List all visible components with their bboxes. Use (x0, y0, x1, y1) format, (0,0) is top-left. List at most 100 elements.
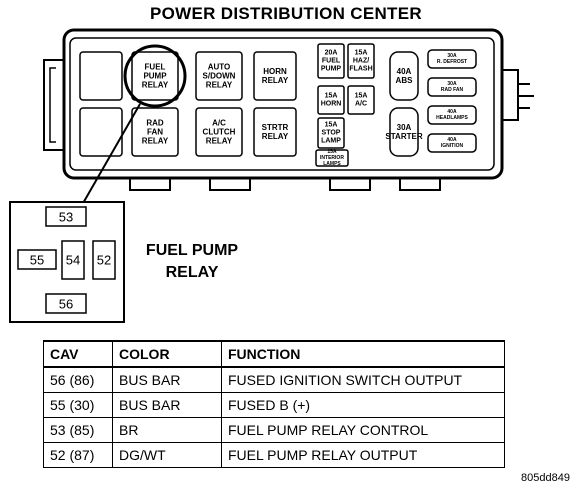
relay-5-label-line: A/C (212, 119, 226, 128)
pin-54-label: 54 (66, 253, 80, 268)
relay-1-label-line: RELAY (142, 81, 169, 90)
mini-fuse-6-label-line: 15A (327, 149, 337, 155)
mini-fuse-5-label-line: 15A (325, 122, 338, 129)
mini-fuse-1-label-line: 20A (325, 50, 338, 57)
cell-color: BUS BAR (112, 366, 222, 393)
maxi-fuse-2-outline (389, 107, 419, 157)
relay-2-label-line: RELAY (206, 81, 233, 90)
cell-color: BR (112, 417, 222, 443)
relay-4-outline (131, 107, 179, 157)
cell-cav: 52 (87) (43, 442, 113, 468)
empty-cavity-bottom (79, 107, 123, 157)
mini-fuse-6-label-line: LAMPS (323, 161, 341, 167)
cartridge-fuse-4-outline (427, 133, 477, 153)
cartridge-fuse-1-label-line: 30A (447, 53, 457, 59)
maxi-fuse-1-label-line: 40A (397, 67, 412, 76)
cartridge-fuse-1-outline (427, 49, 477, 69)
relay-caption-line-1: FUEL PUMP (145, 242, 239, 259)
cartridge-fuse-2-outline (427, 77, 477, 97)
callout-line (81, 103, 141, 206)
mini-fuse-3-label-line: HORN (321, 101, 342, 108)
maxi-fuse-2-label-line: STARTER (385, 132, 422, 141)
cell-function: FUSED IGNITION SWITCH OUTPUT (221, 366, 505, 393)
cell-cav: 56 (86) (43, 366, 113, 393)
mini-fuse-5-label-line: LAMP (321, 138, 341, 145)
empty-cavity-top (79, 51, 123, 101)
mini-fuse-6-label-line: INTERIOR (320, 155, 344, 161)
bottom-clips (129, 178, 441, 191)
cell-cav: 55 (30) (43, 392, 113, 418)
maxi-fuse-1-label-line: ABS (396, 76, 414, 85)
cell-color: DG/WT (112, 442, 222, 468)
cartridge-fuse-4-label-line: IGNITION (441, 143, 464, 149)
relay-4-label-line: RAD (146, 119, 164, 128)
pin-53-label: 53 (59, 210, 73, 225)
header-function: FUNCTION (221, 340, 505, 368)
mini-fuse-3-outline (317, 85, 345, 115)
mini-fuse-5-label-line: STOP (322, 130, 341, 137)
mini-fuse-3-label-line: 15A (325, 93, 338, 100)
relay-2-label-line: S/DOWN (203, 72, 236, 81)
relay-5-label-line: CLUTCH (203, 128, 236, 137)
cartridge-fuse-3-outline (427, 105, 477, 125)
relay-4-label-line: FAN (147, 128, 163, 137)
relay-detail-box (9, 201, 125, 323)
cartridge-fuse-3-label-line: 40A (447, 109, 457, 115)
table-row: 52 (87) DG/WT FUEL PUMP RELAY OUTPUT (43, 442, 505, 468)
mini-fuse-2-label-line: 15A (355, 50, 368, 57)
pin-52-label: 52 (97, 253, 111, 268)
pin-53-box (45, 206, 87, 227)
cartridge-fuse-2-label-line: 30A (447, 81, 457, 87)
pdc-housing (62, 28, 504, 180)
pin-55-box (17, 249, 57, 270)
diagram-title: POWER DISTRIBUTION CENTER (150, 4, 422, 23)
relay-6-label-line: RELAY (262, 132, 289, 141)
table-row: 55 (30) BUS BAR FUSED B (+) (43, 392, 505, 418)
figure-id: 805dd849 (521, 472, 570, 484)
mini-fuse-5-outline (317, 117, 345, 149)
maxi-fuse-2-label-line: 30A (397, 123, 412, 132)
power-distribution-diagram: FUELPUMPRELAYAUTOS/DOWNRELAYHORNRELAYRAD… (9, 28, 534, 323)
mini-fuse-2-label-line: HAZ/ (353, 58, 369, 65)
relay-3-label-line: HORN (263, 67, 287, 76)
maxi-fuse-1-outline (389, 51, 419, 101)
header-cav: CAV (43, 340, 113, 368)
relay-caption-line-2: RELAY (165, 264, 219, 281)
cell-color: BUS BAR (112, 392, 222, 418)
pin-54-box (61, 240, 85, 280)
right-connector-pins (518, 83, 534, 109)
mini-fuse-1-label-line: PUMP (321, 66, 342, 73)
right-connector (502, 69, 519, 121)
relay-1-outline (131, 51, 179, 101)
pdc-inner-panel (69, 37, 495, 171)
cartridge-fuse-4-label-line: 40A (447, 137, 457, 143)
mini-fuse-6-outline (315, 149, 349, 167)
relay-1-label-line: PUMP (143, 72, 167, 81)
relay-5-outline (195, 107, 243, 157)
mini-fuse-2-outline (347, 43, 375, 79)
relay-2-label-line: AUTO (208, 63, 231, 72)
fuel-pump-relay-highlight (123, 44, 187, 108)
left-bracket-inner (49, 67, 56, 143)
mini-fuse-4-label-line: A/C (355, 101, 367, 108)
cartridge-fuse-2-label-line: RAD FAN (441, 87, 464, 93)
cavity-table: CAV COLOR FUNCTION 56 (86) BUS BAR FUSED… (43, 340, 505, 468)
relay-3-label-line: RELAY (262, 76, 289, 85)
pin-56-box (45, 293, 87, 314)
relay-6-outline (253, 107, 297, 157)
pin-52-box (92, 240, 116, 280)
